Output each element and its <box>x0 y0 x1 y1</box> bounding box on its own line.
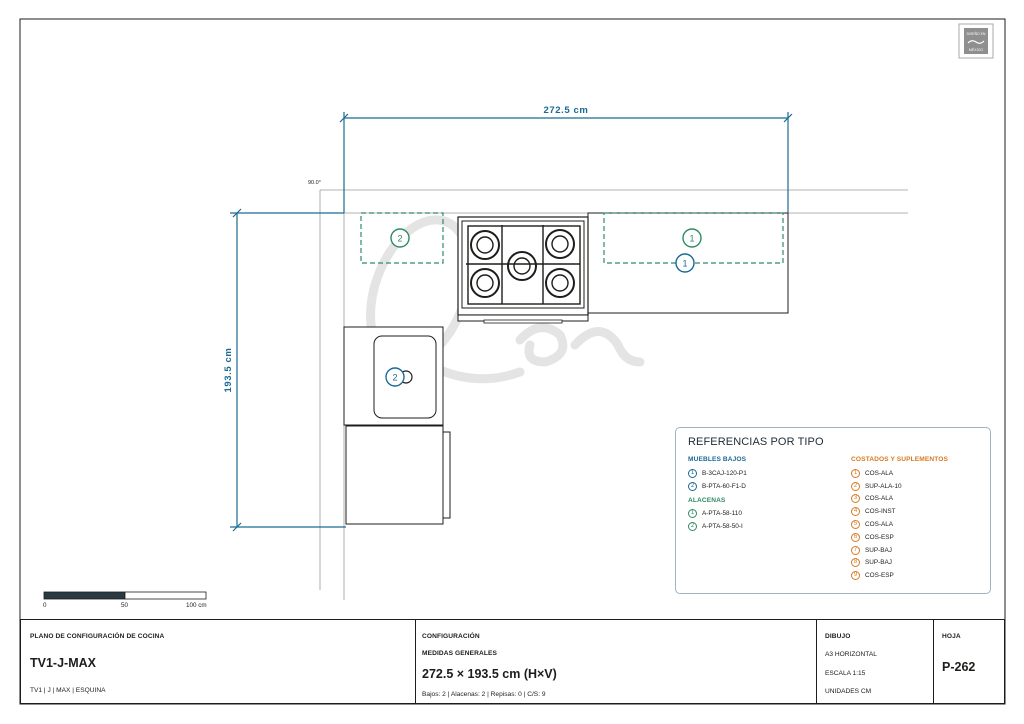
height-dim-label: 193.5 cm <box>223 348 234 393</box>
group-costados: COSTADOS Y SUPLEMENTOS <box>851 456 948 463</box>
scale-label-0: 0 <box>43 602 47 609</box>
sheet-frame <box>19 18 1006 705</box>
svg-text:MÉXICO: MÉXICO <box>969 47 983 52</box>
mexico-logo: DISEÑO EN MÉXICO <box>958 23 994 59</box>
angle-label: 90.0° <box>308 180 321 186</box>
marker-bajo-2: 2 <box>385 367 405 387</box>
group-muebles-bajos: MUEBLES BAJOS <box>688 456 747 463</box>
model-name: TV1-J-MAX <box>30 656 96 670</box>
title-block-plan: PLANO DE CONFIGURACIÓN DE COCINA TV1-J-M… <box>21 620 415 703</box>
svg-text:2: 2 <box>397 234 402 244</box>
group-alacenas: ALACENAS <box>688 496 726 504</box>
model-subtitle: TV1 | J | MAX | ESQUINA <box>30 687 106 694</box>
title-block-hoja: HOJA P-262 <box>933 620 1004 703</box>
marker-alacena-2: 2 <box>390 228 410 248</box>
scale-bar <box>43 591 207 600</box>
left-base-run <box>343 326 451 525</box>
title-block-dibujo: DIBUJO A3 HORIZONTAL ESCALA 1:15 UNIDADE… <box>816 620 933 703</box>
format-value: A3 HORIZONTAL <box>825 651 877 658</box>
references-title: REFERENCIAS POR TIPO <box>688 436 824 448</box>
range-stove <box>457 216 589 324</box>
scale-label-100: 100 cm <box>186 602 207 609</box>
marker-alacena-1: 1 <box>682 228 702 248</box>
marker-bajo-1: 1 <box>675 253 695 273</box>
medidas-value: 272.5 × 193.5 cm (H×V) <box>422 667 557 681</box>
svg-text:DISEÑO EN: DISEÑO EN <box>967 31 986 36</box>
svg-text:2: 2 <box>392 373 397 383</box>
hoja-value: P-262 <box>942 660 976 674</box>
dibujo-label: DIBUJO <box>825 633 851 640</box>
units-value: UNIDADES CM <box>825 688 872 695</box>
scale-value: ESCALA 1:15 <box>825 670 866 677</box>
width-dimension <box>339 112 793 213</box>
cabinet-markers: 2 1 1 2 <box>385 228 702 387</box>
title-block: PLANO DE CONFIGURACIÓN DE COCINA TV1-J-M… <box>20 619 1005 704</box>
counts-summary: Bajos: 2 | Alacenas: 2 | Repisas: 0 | C/… <box>422 691 546 698</box>
config-label: CONFIGURACIÓN <box>422 633 480 640</box>
title-block-config: CONFIGURACIÓN MEDIDAS GENERALES 272.5 × … <box>415 620 816 703</box>
hoja-label: HOJA <box>942 633 961 640</box>
upper-cabinets <box>360 212 784 264</box>
svg-text:1: 1 <box>682 259 687 269</box>
height-dimension <box>230 208 346 532</box>
width-dim-label: 272.5 cm <box>544 105 589 116</box>
medidas-label: MEDIDAS GENERALES <box>422 650 497 657</box>
plan-label: PLANO DE CONFIGURACIÓN DE COCINA <box>30 633 165 640</box>
svg-text:1: 1 <box>689 234 694 244</box>
scale-label-50: 50 <box>121 602 129 609</box>
